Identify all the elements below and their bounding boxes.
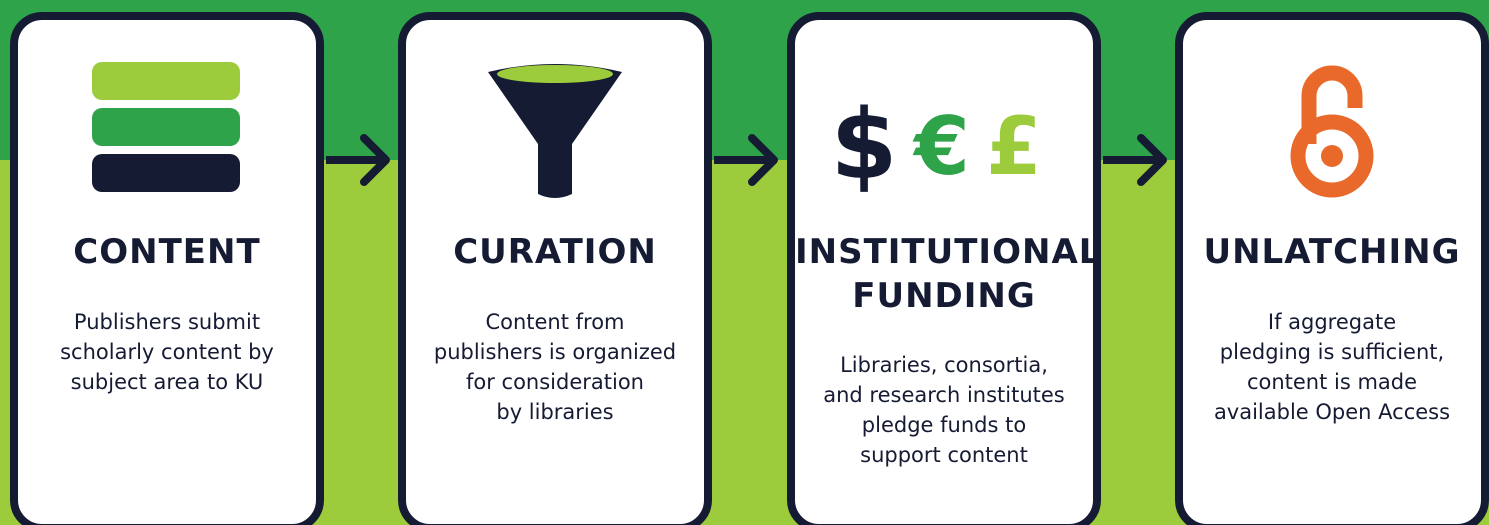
description-line: content is made	[1246, 370, 1418, 394]
step-description: Libraries, consortia, and research insti…	[801, 350, 1087, 470]
description-line: pledging is sufficient,	[1219, 340, 1445, 364]
step-title: INSTITUTIONAL FUNDING	[795, 230, 1102, 318]
step-description: Content from publishers is organized for…	[412, 307, 698, 427]
description-line: by libraries	[496, 400, 614, 424]
description-line: Libraries, consortia,	[840, 353, 1048, 377]
description-line: and research institutes	[823, 383, 1065, 407]
step-title: UNLATCHING	[1203, 232, 1461, 272]
step-description: Publishers submit scholarly content by s…	[24, 307, 310, 397]
currency-icon: $ € £	[795, 60, 1093, 200]
dollar-icon: $	[834, 89, 897, 200]
step-description: If aggregate pledging is sufficient, con…	[1189, 307, 1475, 427]
funnel-icon	[406, 60, 704, 200]
description-line: support content	[860, 443, 1028, 467]
step-card-institutional-funding: $ € £ INSTITUTIONAL FUNDING Libraries, c…	[787, 12, 1101, 525]
open-access-lock-icon	[1183, 60, 1481, 200]
description-line: subject area to KU	[70, 370, 264, 394]
description-line: available Open Access	[1213, 400, 1451, 424]
title-line: FUNDING	[852, 276, 1036, 316]
stacked-bars-icon	[18, 60, 316, 200]
description-line: If aggregate	[1267, 310, 1397, 334]
step-title: CONTENT	[73, 232, 261, 272]
description-line: Content from	[485, 310, 625, 334]
step-card-content: CONTENT Publishers submit scholarly cont…	[10, 12, 324, 525]
description-line: scholarly content by	[60, 340, 274, 364]
step-card-curation: CURATION Content from publishers is orga…	[398, 12, 712, 525]
arrow-right-icon	[1099, 130, 1173, 190]
step-card-unlatching: UNLATCHING If aggregate pledging is suff…	[1175, 12, 1489, 525]
title-line: INSTITUTIONAL	[795, 232, 1102, 272]
description-line: for consideration	[465, 370, 644, 394]
euro-icon: €	[912, 100, 970, 193]
pound-icon: £	[986, 100, 1042, 193]
arrow-right-icon	[322, 130, 396, 190]
arrow-right-icon	[710, 130, 784, 190]
step-title: CURATION	[453, 232, 657, 272]
description-line: Publishers submit	[73, 310, 261, 334]
description-line: publishers is organized	[433, 340, 677, 364]
description-line: pledge funds to	[861, 413, 1027, 437]
